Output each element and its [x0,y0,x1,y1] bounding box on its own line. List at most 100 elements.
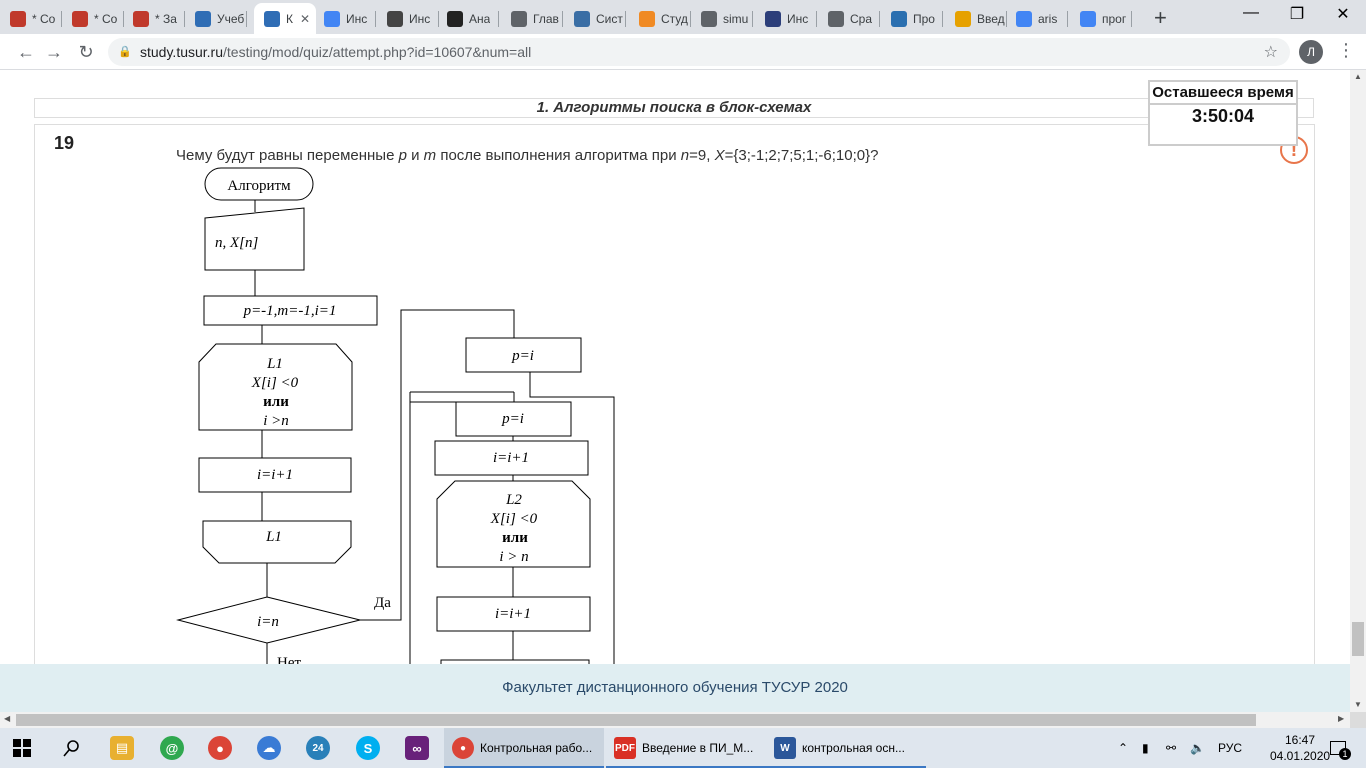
browser-tab[interactable]: * Со [0,3,62,34]
browser-tab-title: Студ [661,11,688,26]
tab-close-icon[interactable]: ✕ [299,11,310,26]
page-footer: Факультет дистанционного обучения ТУСУР … [0,664,1350,712]
google-icon [324,10,340,27]
browser-tab[interactable]: * Со [62,3,124,34]
browser-tab[interactable]: Про [881,3,943,34]
browser-tab-title: Сист [596,11,623,26]
browser-tab[interactable]: simu [691,3,753,34]
clock[interactable]: 16:47 04.01.2020 [1270,732,1330,764]
clock-time: 16:47 [1284,733,1316,747]
notifications-icon[interactable]: 1 [1330,728,1351,768]
language-indicator[interactable]: РУС [1218,741,1243,755]
scroll-right-arrow-icon[interactable]: ▶ [1338,714,1345,723]
browser-tab-title: Про [913,11,935,26]
vertical-scrollbar[interactable]: ▲ ▼ [1350,70,1366,712]
address-bar[interactable]: 🔒 study.tusur.ru/testing/mod/quiz/attemp… [108,38,1290,66]
windows-start-icon[interactable] [10,736,34,760]
browser-tab[interactable]: К✕ [254,3,316,34]
clock-date: 04.01.2020 [1270,749,1331,763]
app-24-icon[interactable]: 24 [306,736,330,760]
browser-tab[interactable]: Студ [629,3,691,34]
university-icon [765,10,781,27]
browser-tab[interactable]: Введ [945,3,1007,34]
browser-tab-title: Ана [469,11,491,26]
minimize-icon[interactable]: — [1243,4,1259,21]
browser-tab[interactable]: * За [123,3,185,34]
inc3-block [436,596,591,632]
url-path: /testing/mod/quiz/attempt.php?id=10607&n… [223,44,532,60]
horizontal-scroll-thumb[interactable] [16,714,1256,726]
init-label: p=-1,m=-1,i=1 [243,303,337,319]
bookmark-star-icon[interactable]: ☆ [1263,44,1278,61]
battery-icon[interactable]: ▮ [1142,741,1149,755]
notification-count: 1 [1339,748,1351,760]
scroll-left-arrow-icon[interactable]: ◀ [4,714,11,723]
restore-icon[interactable]: ❐ [1289,6,1305,23]
visual-studio-icon[interactable]: ∞ [405,736,429,760]
scroll-up-arrow-icon[interactable]: ▲ [1354,72,1362,81]
dark-logo-icon [447,10,463,27]
scroll-corner [1350,712,1366,728]
scroll-down-arrow-icon[interactable]: ▼ [1354,700,1362,709]
search-icon[interactable] [60,736,84,760]
new-tab-plus-icon[interactable]: + [1154,5,1167,30]
input-block [204,207,305,271]
loop1-end-label: L1 [265,529,282,545]
browser-tab[interactable]: Ана [437,3,499,34]
browser-tab[interactable]: прог [1070,3,1132,34]
loop1-cond2: i >n [263,413,289,429]
horizontal-scrollbar[interactable]: ◀ ▶ [0,712,1350,728]
orange-circle-icon [639,10,655,27]
glasses-icon [72,10,88,27]
browser-tab[interactable]: Сист [564,3,626,34]
taskbar-item-pdf[interactable]: PDF Введение в ПИ_М... [606,728,766,768]
chrome-icon[interactable]: ● [208,736,232,760]
messenger-icon[interactable]: ☁ [257,736,281,760]
taskbar-item-chrome[interactable]: ● Контрольная рабо... [444,728,604,768]
reload-icon[interactable]: ↻ [78,42,94,62]
globe-icon [264,10,280,27]
back-arrow-icon[interactable]: ← [17,42,35,62]
yes-label: Да [374,595,391,611]
loop2-or: или [502,530,528,546]
time-remaining-box: Оставшееся время 3:50:04 [1148,80,1298,146]
question-number: 19 [54,133,75,153]
browser-tab[interactable]: Глав [501,3,563,34]
browser-menu-icon[interactable]: ⋮ [1337,40,1355,60]
browser-tab[interactable]: Инс [755,3,817,34]
wifi-icon[interactable]: ⚯ [1166,741,1177,755]
browser-tab-title: Введ [977,11,1005,26]
browser-tab[interactable]: Инс [314,3,376,34]
browser-tab[interactable]: aris [1006,3,1068,34]
section-title: 1. Алгоритмы поиска в блок-схемах [34,98,1314,118]
browser-tab[interactable]: Сра [818,3,880,34]
browser-tab-title: Учеб [217,11,245,26]
browser-tab-title: * Со [32,11,56,26]
skype-icon[interactable]: S [356,736,380,760]
vertical-scroll-thumb[interactable] [1352,622,1364,656]
inc3-label: i=i+1 [495,606,531,622]
browser-tab-title: Сра [850,11,873,26]
tray-chevron-icon[interactable]: ⌃ [1118,741,1129,755]
window-close-icon[interactable]: ✕ [1336,6,1350,23]
flowchart: Алгоритм n, X[n] p=-1,m=-1,i=1 L1 X[i] <… [176,167,615,691]
pdf-icon: PDF [614,737,636,759]
timer-label: Оставшееся время [1152,84,1294,101]
volume-icon[interactable]: 🔈 [1190,741,1205,755]
browser-toolbar: ← → ↻ 🔒 study.tusur.ru/testing/mod/quiz/… [0,34,1366,70]
inc2-block [434,440,589,476]
mail-agent-icon[interactable]: @ [160,736,184,760]
input-label: n, X[n] [215,235,259,251]
globe-icon [701,10,717,27]
browser-tab-title: Глав [533,11,559,26]
taskbar-item-word[interactable]: W контрольная осн... [766,728,926,768]
browser-tab[interactable]: Учеб [185,3,247,34]
bar-chart-icon [955,10,971,27]
profile-avatar[interactable]: Л [1299,40,1323,64]
question-container [34,124,1315,712]
loop2-start-block [436,480,591,568]
browser-tab[interactable]: Инс [377,3,439,34]
forward-arrow-icon[interactable]: → [45,42,63,62]
file-explorer-icon[interactable]: ▤ [110,736,134,760]
monitor-icon [574,10,590,27]
